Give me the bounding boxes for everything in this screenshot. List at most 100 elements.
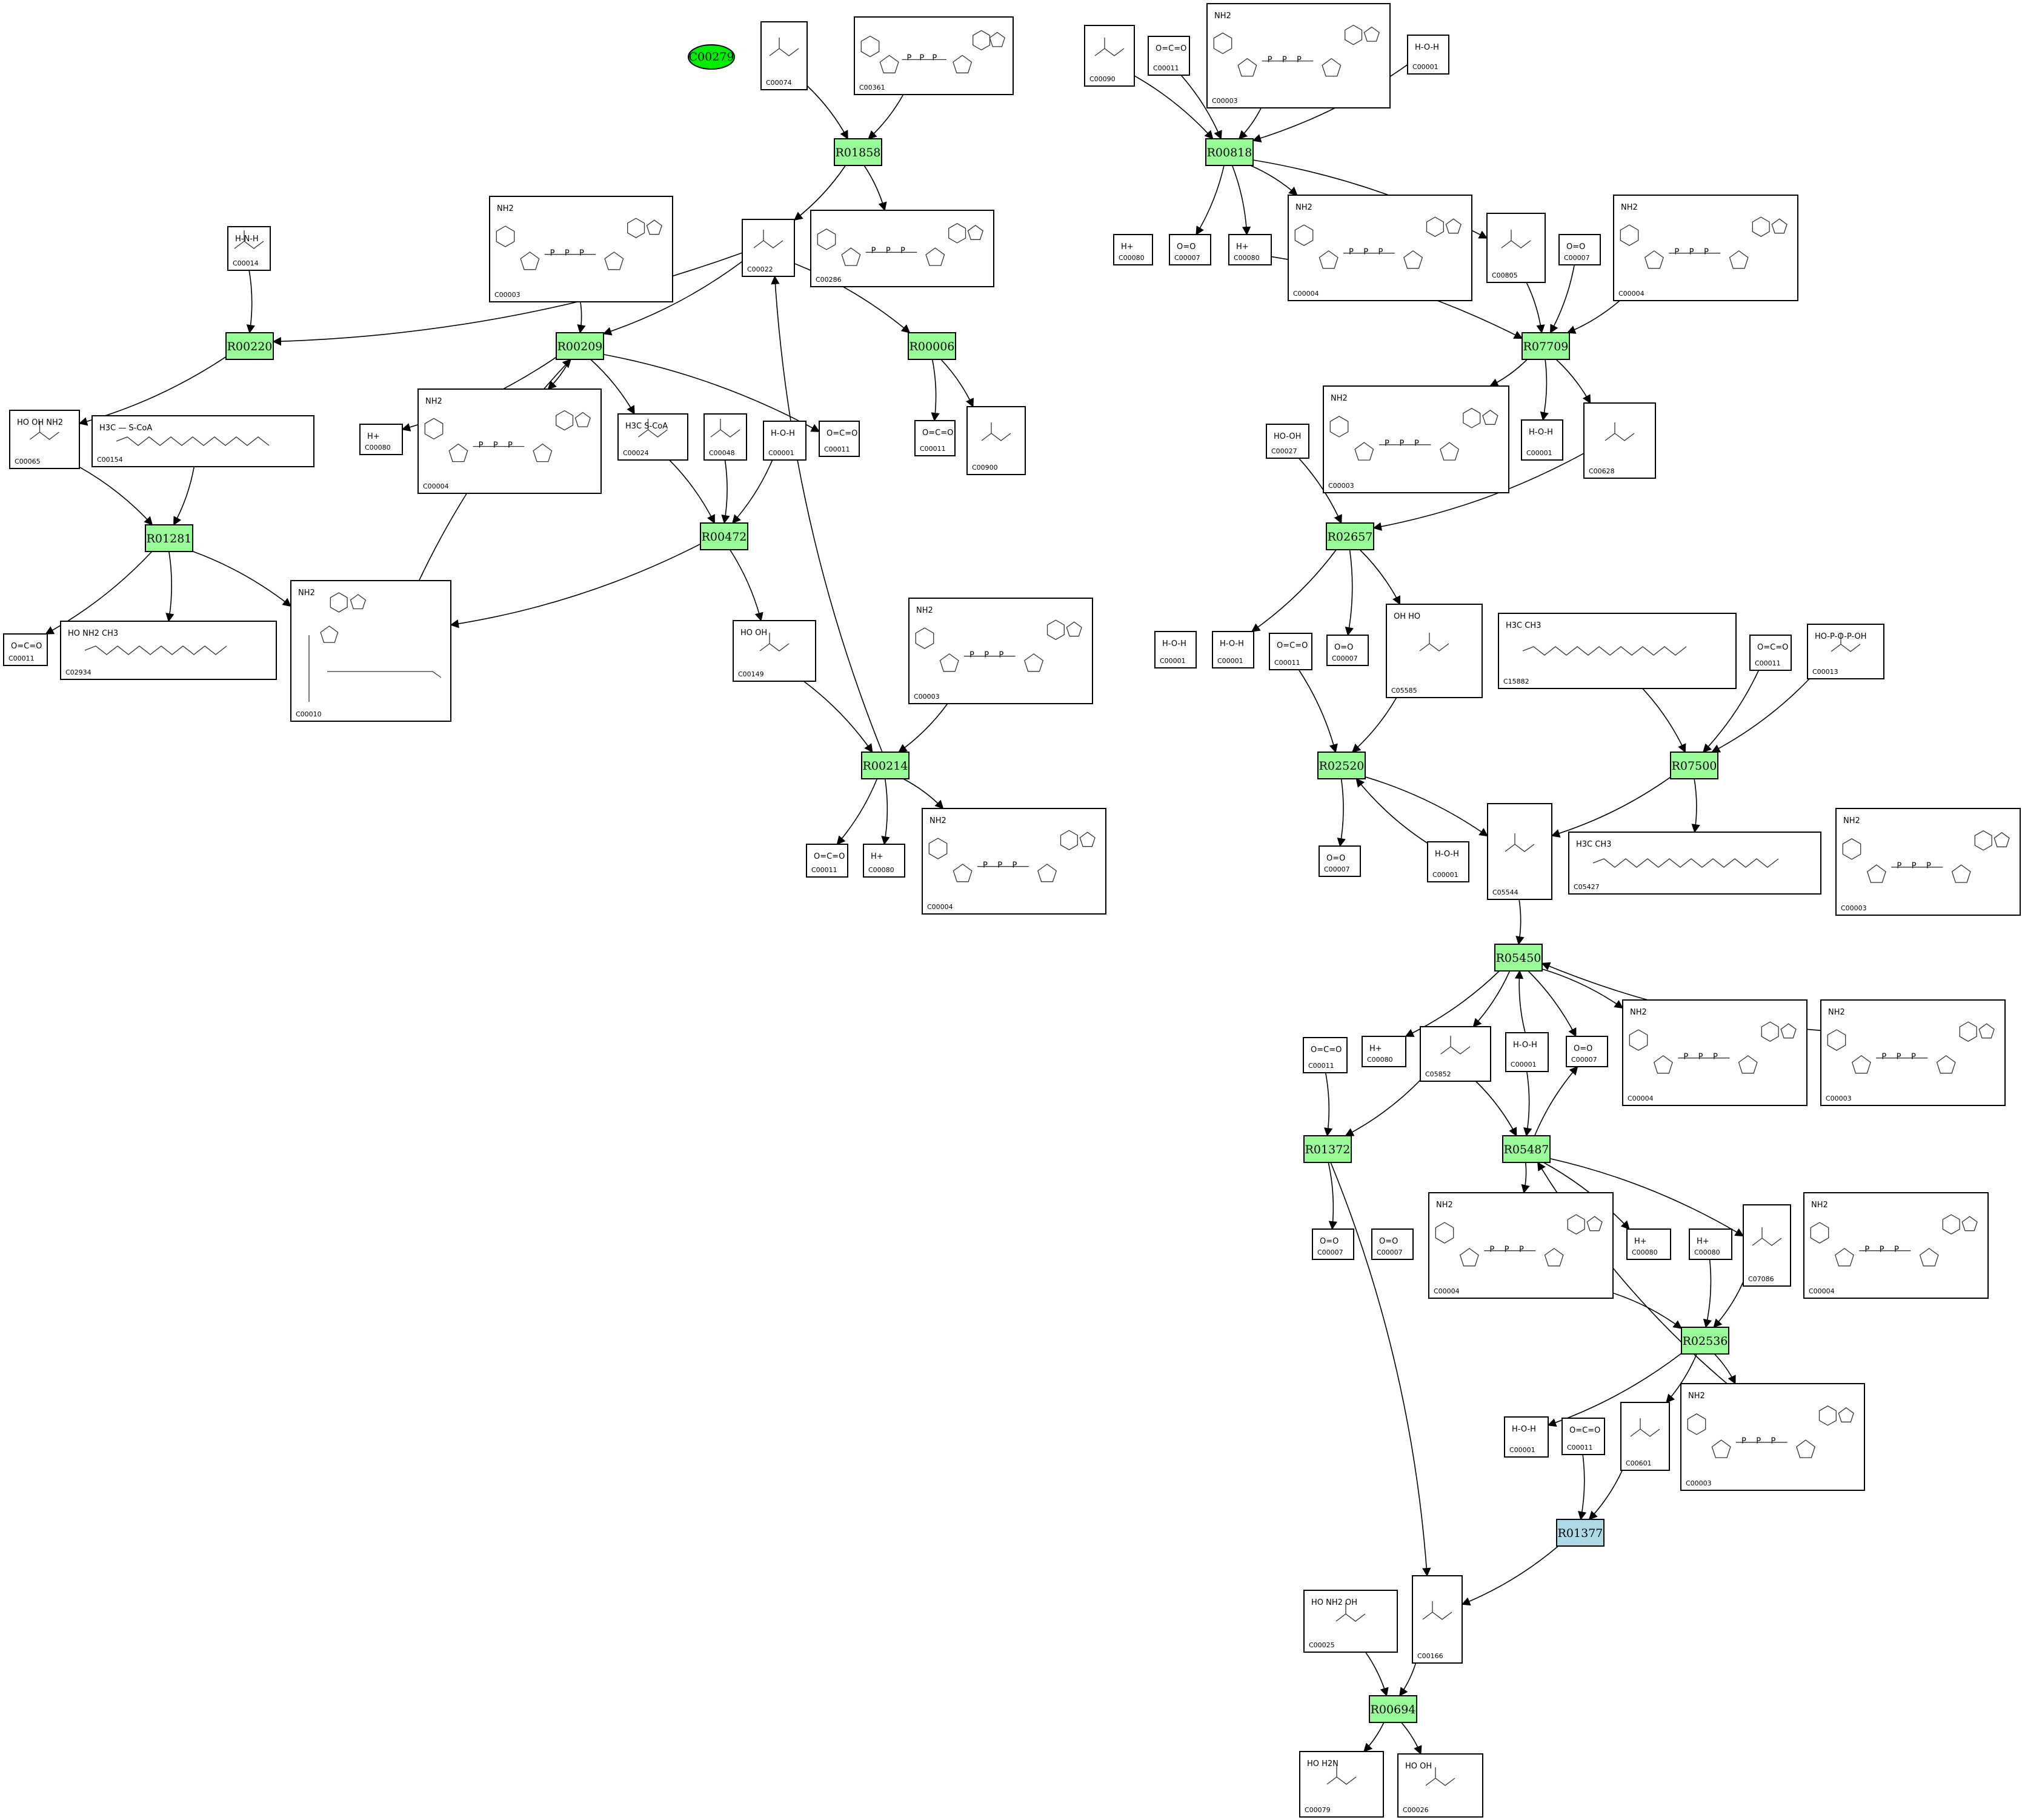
reaction-r02536[interactable]: R02536 bbox=[1681, 1327, 1729, 1355]
compound-c00601[interactable]: C00601 bbox=[1620, 1402, 1670, 1471]
reaction-r00209[interactable]: R00209 bbox=[556, 332, 604, 360]
compound-c00166[interactable]: C00166 bbox=[1412, 1575, 1463, 1664]
reaction-r00220[interactable]: R00220 bbox=[225, 332, 274, 360]
compound-c00080[interactable]: H+C00080 bbox=[1113, 234, 1153, 265]
edge-r00818-to-c00004 bbox=[1250, 165, 1298, 196]
compound-c05544[interactable]: C05544 bbox=[1487, 803, 1552, 900]
compound-formula: H+ bbox=[367, 432, 380, 441]
reaction-r00694[interactable]: R00694 bbox=[1369, 1695, 1417, 1723]
reaction-r01858[interactable]: R01858 bbox=[834, 138, 882, 166]
compound-id-label: C00014 bbox=[233, 259, 259, 267]
compound-c00900[interactable]: C00900 bbox=[966, 406, 1026, 475]
reaction-r05487[interactable]: R05487 bbox=[1502, 1135, 1551, 1163]
compound-c07086[interactable]: C07086 bbox=[1743, 1204, 1791, 1287]
compound-c00048[interactable]: C00048 bbox=[703, 413, 747, 461]
compound-c00628[interactable]: C00628 bbox=[1583, 402, 1656, 479]
start-compound[interactable]: C00279 bbox=[688, 44, 735, 70]
reaction-r02657[interactable]: R02657 bbox=[1326, 522, 1374, 550]
compound-c00080[interactable]: H+C00080 bbox=[863, 844, 905, 878]
compound-c00074[interactable]: C00074 bbox=[760, 21, 808, 90]
reaction-r02520[interactable]: R02520 bbox=[1317, 752, 1366, 779]
compound-formula: O=C=O bbox=[814, 852, 845, 861]
compound-formula: NH2 bbox=[1436, 1201, 1453, 1210]
reaction-r01377[interactable]: R01377 bbox=[1556, 1519, 1605, 1547]
reaction-r07709[interactable]: R07709 bbox=[1521, 332, 1570, 360]
compound-c00080[interactable]: H+C00080 bbox=[1362, 1036, 1406, 1067]
reaction-r00818[interactable]: R00818 bbox=[1205, 138, 1254, 166]
reaction-r01372[interactable]: R01372 bbox=[1303, 1135, 1352, 1163]
compound-c00080[interactable]: H+C00080 bbox=[1626, 1228, 1671, 1260]
reaction-r00214[interactable]: R00214 bbox=[861, 752, 910, 779]
compound-c00080[interactable]: H+C00080 bbox=[1689, 1228, 1732, 1260]
compound-id-label: C00011 bbox=[1755, 659, 1781, 667]
reaction-id-label: R00220 bbox=[227, 340, 273, 353]
compound-c00080[interactable]: H+C00080 bbox=[359, 424, 403, 455]
compound-c00022[interactable]: C00022 bbox=[742, 219, 795, 277]
compound-c00090[interactable]: C00090 bbox=[1084, 25, 1135, 87]
reaction-r07500[interactable]: R07500 bbox=[1670, 752, 1718, 779]
compound-c05852[interactable]: C05852 bbox=[1420, 1026, 1491, 1082]
compound-c00080[interactable]: H+C00080 bbox=[1228, 234, 1272, 265]
reaction-r01281[interactable]: R01281 bbox=[145, 524, 193, 552]
reaction-r00006[interactable]: R00006 bbox=[908, 332, 956, 360]
reaction-r00472[interactable]: R00472 bbox=[700, 522, 748, 550]
reaction-r05450[interactable]: R05450 bbox=[1494, 944, 1543, 972]
compound-c00805[interactable]: C00805 bbox=[1486, 213, 1546, 283]
